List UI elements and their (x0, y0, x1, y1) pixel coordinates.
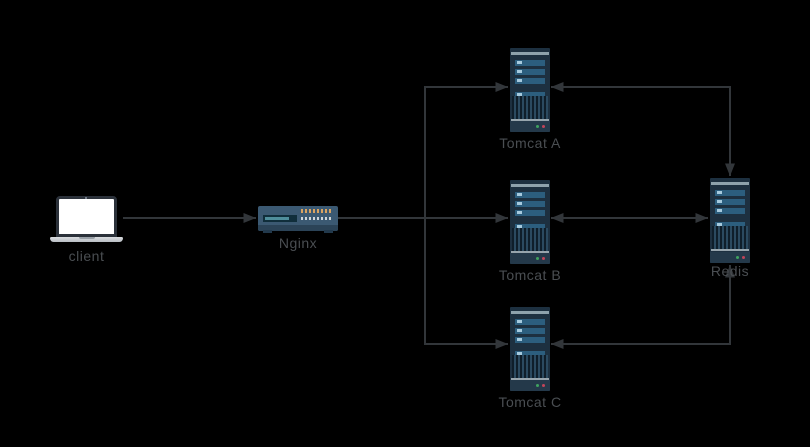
edge-nginx-tomcat-a (338, 82, 508, 219)
edge-tomcat-c-redis (551, 265, 735, 349)
led-green-icon (536, 125, 539, 128)
laptop-icon (50, 196, 123, 242)
router-foot-right (324, 230, 333, 233)
router-leds-white (301, 217, 332, 220)
node-nginx[interactable]: Nginx (258, 206, 338, 251)
laptop-camera-dot (85, 197, 87, 199)
router-foot-left (263, 230, 272, 233)
server-vent (512, 96, 548, 119)
led-green-icon (736, 256, 739, 259)
node-tomcat-b[interactable]: Tomcat B (499, 180, 561, 283)
led-red-icon (742, 256, 745, 259)
laptop-screen (56, 196, 117, 237)
node-label-nginx: Nginx (278, 235, 318, 251)
node-redis[interactable]: Redis (710, 178, 750, 279)
server-vent (512, 228, 548, 251)
router-leds-orange (301, 209, 332, 213)
server-icon (510, 48, 550, 132)
laptop-base (50, 237, 123, 242)
led-green-icon (536, 384, 539, 387)
edge-nginx-tomcat-c (424, 218, 508, 349)
led-green-icon (536, 257, 539, 260)
server-icon (510, 307, 550, 391)
node-client[interactable]: client (50, 196, 123, 264)
node-label-tomcat-b: Tomcat B (498, 267, 562, 283)
server-base (510, 253, 550, 264)
server-base (510, 121, 550, 132)
router-base (258, 225, 338, 231)
node-tomcat-c[interactable]: Tomcat C (498, 307, 561, 410)
router-icon (258, 206, 338, 233)
led-red-icon (542, 125, 545, 128)
led-red-icon (542, 384, 545, 387)
server-base (510, 380, 550, 391)
laptop-base-notch (78, 237, 95, 239)
server-icon (710, 178, 750, 263)
server-icon (510, 180, 550, 264)
led-red-icon (542, 257, 545, 260)
node-label-redis: Redis (710, 263, 750, 279)
node-tomcat-a[interactable]: Tomcat A (499, 48, 560, 151)
node-label-client: client (68, 248, 105, 264)
router-display (263, 215, 297, 222)
node-label-tomcat-c: Tomcat C (498, 394, 562, 410)
edge-tomcat-a-redis (551, 82, 735, 176)
server-vent (712, 226, 748, 249)
server-vent (512, 355, 548, 378)
node-label-tomcat-a: Tomcat A (499, 135, 561, 151)
server-base (710, 252, 750, 263)
